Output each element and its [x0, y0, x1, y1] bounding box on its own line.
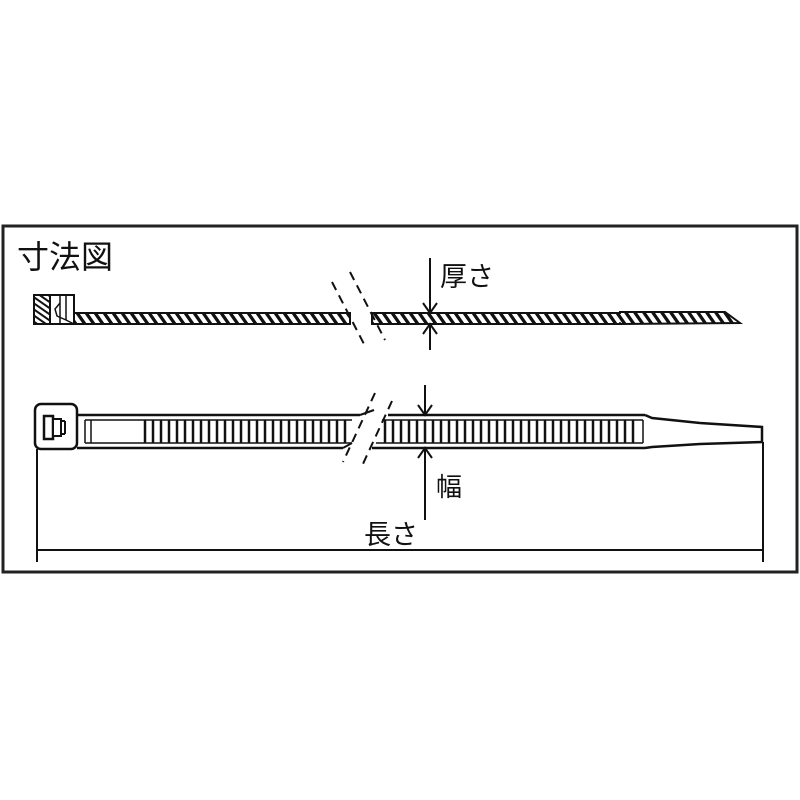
thickness-dimension	[422, 258, 438, 350]
length-label: 長さ	[364, 520, 418, 551]
drawing-title: 寸法図	[17, 238, 114, 276]
top-view-strap-right	[372, 413, 764, 450]
side-view-head	[33, 294, 75, 325]
thickness-label: 厚さ	[440, 262, 494, 293]
top-view-strap-left	[77, 413, 360, 450]
side-view	[33, 258, 744, 350]
top-view-teeth-left	[143, 420, 347, 443]
top-view	[33, 385, 764, 520]
top-view-break-marks	[342, 392, 393, 467]
drawing-frame	[1, 224, 799, 574]
side-view-break-marks	[331, 271, 386, 347]
length-dimension	[36, 442, 764, 562]
side-view-strap	[73, 311, 744, 325]
top-view-head	[33, 402, 79, 451]
width-label: 幅	[436, 473, 463, 503]
top-view-teeth-right	[383, 420, 635, 443]
width-dimension	[417, 385, 433, 520]
